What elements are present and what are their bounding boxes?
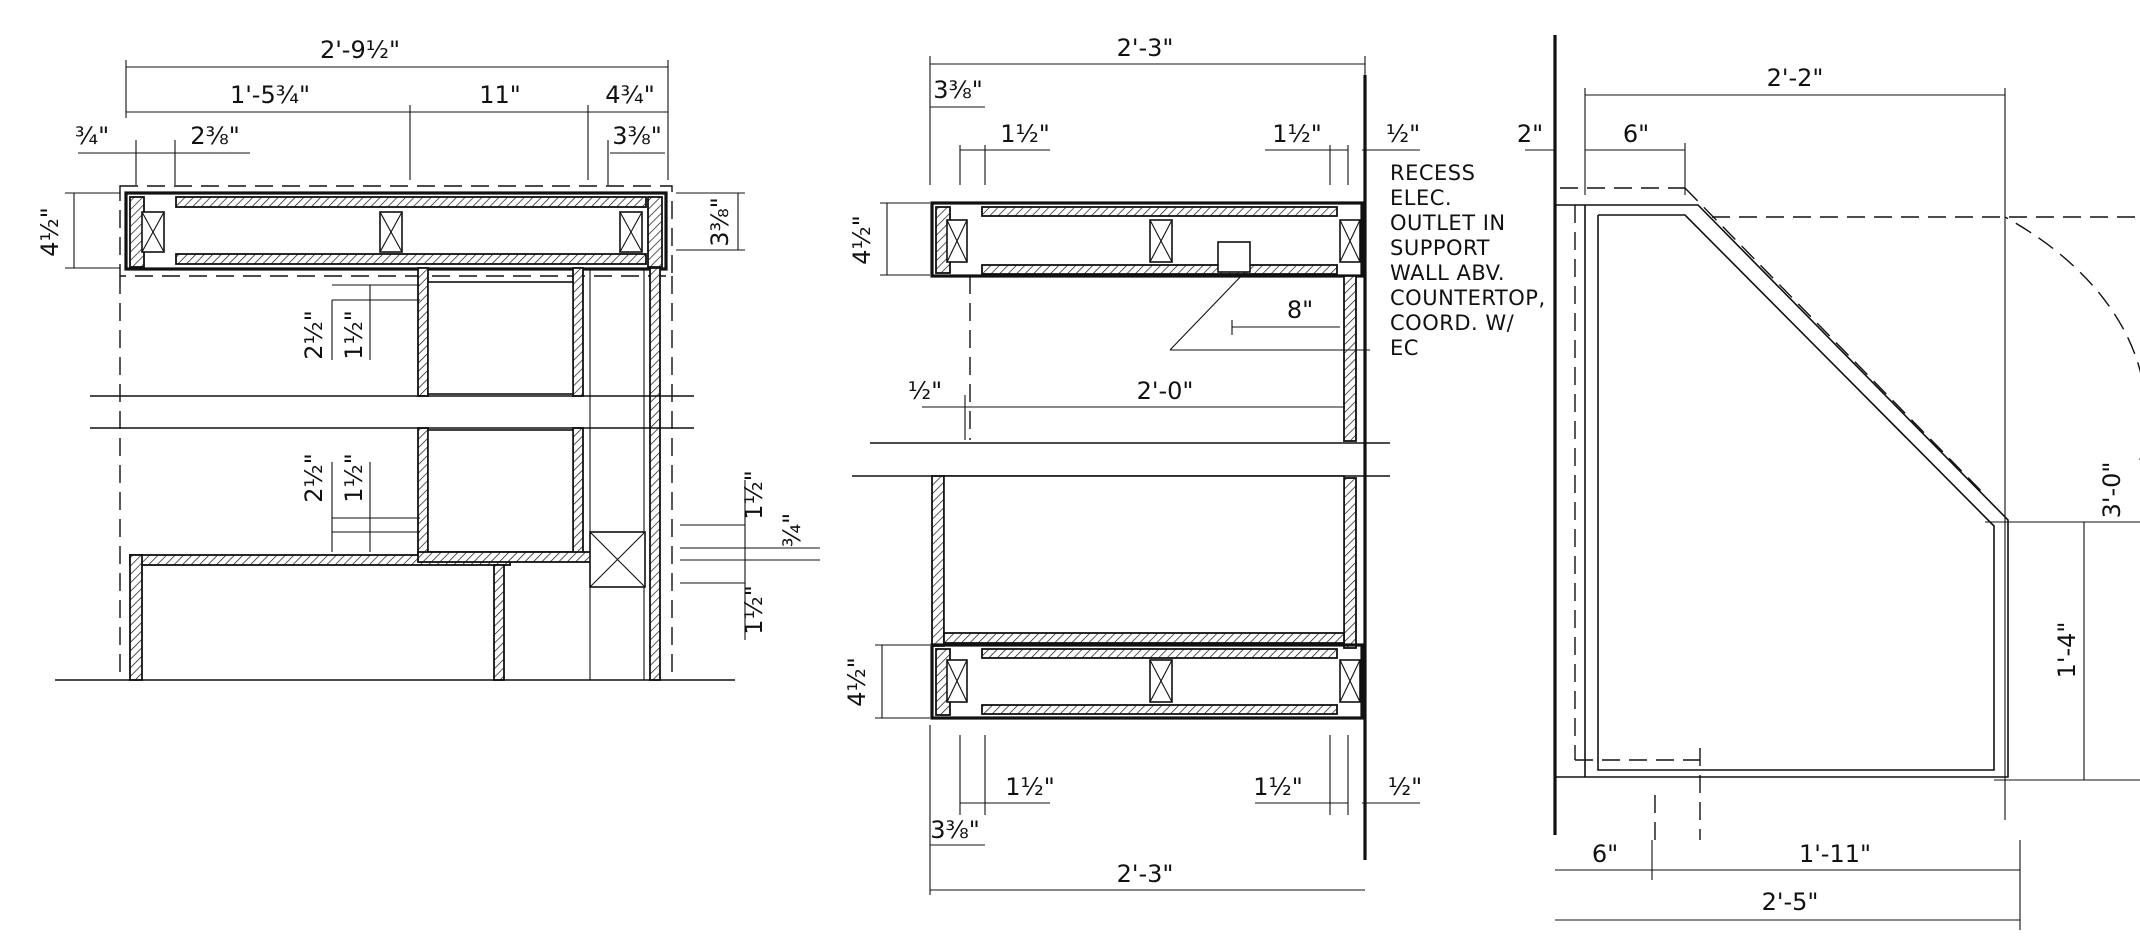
mid-bottom-height-dim: 4½": [843, 657, 871, 707]
left-right-c-dim: 1½": [740, 585, 768, 635]
note-line: COORD. W/: [1390, 311, 1515, 335]
right-top-width-dim: 2'-2": [1767, 64, 1824, 92]
left-upper-a-dim: 2½": [300, 310, 328, 360]
note-line: RECESS: [1390, 161, 1475, 185]
mid-left-dim: ½": [908, 377, 942, 405]
left-right-a-dim: 1½": [740, 470, 768, 520]
mid-top-gap-dim: ½": [1386, 120, 1420, 148]
left-lower-b-dim: 1½": [340, 453, 368, 503]
left-side-depth-dim: 3⅜": [706, 197, 734, 247]
middle-section-panel: 2'-3" 3⅜" 1½" 1½" ½" 4½" 8" ½" 2'-0" 4½"…: [843, 34, 1546, 895]
left-small-dim: ¾": [75, 122, 109, 150]
left-lower-a-dim: 2½": [300, 453, 328, 503]
mid-top-stud-dim: 3⅜": [933, 76, 983, 104]
note-line: WALL ABV.: [1390, 261, 1505, 285]
mid-bot-gap-dim: ½": [1388, 773, 1422, 801]
mid-top-right-dim: 1½": [1272, 120, 1322, 148]
left-seg-a-dim: 1'-5¾": [230, 81, 310, 109]
note-line: SUPPORT: [1390, 236, 1490, 260]
left-top-height-dim: 4½": [36, 207, 64, 257]
left-section-panel: 2'-9½" 1'-5¾" 11" 4¾" ¾" 2⅜" 3⅜" 4½" 3⅜"…: [36, 36, 820, 681]
right-bot-left-dim: 6": [1592, 840, 1618, 868]
recess-outlet-note: RECESS ELEC. OUTLET IN SUPPORT WALL ABV.…: [1390, 161, 1546, 360]
note-line: ELEC.: [1390, 186, 1452, 210]
right-plan-panel: 2'-2" 2" 6" 3'-0" 1'-4" 6" 1'-11" 2'-5": [1517, 35, 2140, 930]
left-upper-b-dim: 1½": [340, 310, 368, 360]
mid-box-offset-dim: 8": [1287, 296, 1313, 324]
mid-top-left-dim: 1½": [1000, 120, 1050, 148]
right-bot-overall-dim: 2'-5": [1762, 888, 1819, 916]
note-line: COUNTERTOP,: [1390, 286, 1546, 310]
left-dimension-lines: [65, 60, 745, 269]
right-top-inner-dim: 6": [1623, 120, 1649, 148]
mid-bot-right-dim: 1½": [1253, 773, 1303, 801]
right-left-offset-dim: 2": [1517, 120, 1543, 148]
mid-top-overall-dim: 2'-3": [1117, 34, 1174, 62]
left-seg-c-dim: 4¾": [605, 81, 655, 109]
right-side-height-dim: 1'-4": [2053, 622, 2081, 679]
mid-top-height-dim: 4½": [848, 215, 876, 265]
mid-bot-stud-dim: 3⅜": [930, 816, 980, 844]
left-right-b-dim: ¾": [778, 513, 806, 547]
mid-bot-left-dim: 1½": [1005, 773, 1055, 801]
note-line: EC: [1390, 336, 1419, 360]
right-door-height-dim: 3'-0": [2098, 462, 2126, 519]
left-right-small-dim: 3⅜": [612, 122, 662, 150]
right-bot-right-dim: 1'-11": [1799, 840, 1871, 868]
mid-span-dim: 2'-0": [1137, 377, 1194, 405]
mid-bot-overall-dim: 2'-3": [1117, 860, 1174, 888]
note-line: OUTLET IN: [1390, 211, 1506, 235]
left-overall-dim: 2'-9½": [320, 36, 400, 64]
left-seg-b-dim: 11": [479, 81, 521, 109]
left-stud-dim: 2⅜": [190, 122, 240, 150]
